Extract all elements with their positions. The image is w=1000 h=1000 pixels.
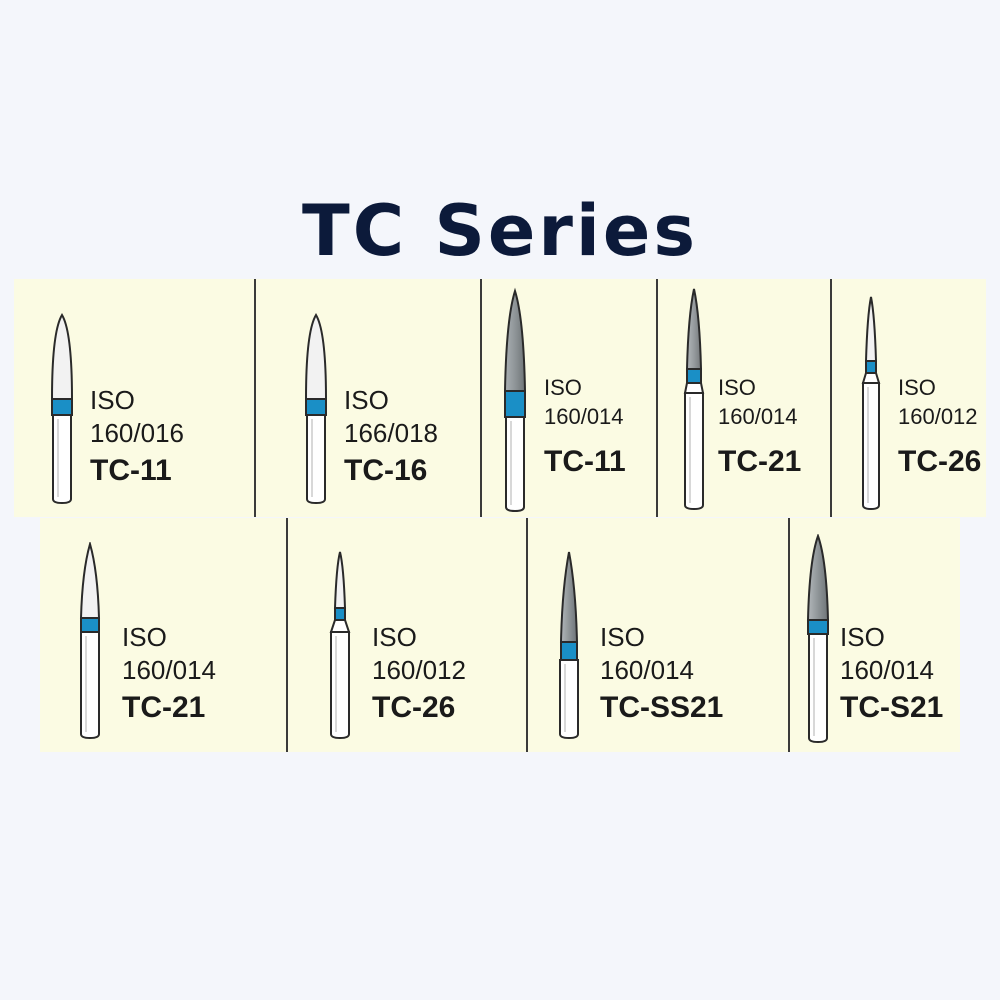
bur-card: ISO 160/014 TC-21 bbox=[40, 518, 286, 752]
bur-card: ISO 160/014 TC-21 bbox=[656, 279, 830, 517]
iso-label: ISO bbox=[840, 622, 885, 652]
bur-icon bbox=[304, 307, 328, 510]
bur-card: ISO 160/016 TC-11 bbox=[14, 279, 254, 517]
product-code: TC-21 bbox=[122, 691, 206, 724]
iso-label: ISO bbox=[122, 622, 167, 652]
iso-size: 160/014 bbox=[122, 655, 216, 685]
iso-label: ISO bbox=[90, 385, 135, 415]
iso-size: 160/012 bbox=[898, 404, 978, 429]
bur-icon bbox=[328, 550, 352, 747]
bur-card: ISO 160/012 TC-26 bbox=[286, 518, 526, 752]
iso-size: 160/014 bbox=[600, 655, 694, 685]
bur-row-top: ISO 160/016 TC-11 ISO 166/018 TC-16 bbox=[14, 279, 986, 517]
bur-card: ISO 160/012 TC-26 bbox=[830, 279, 986, 517]
bur-card: ISO 166/018 TC-16 bbox=[254, 279, 480, 517]
bur-icon bbox=[860, 295, 882, 517]
bur-row-bottom: ISO 160/014 TC-21 ISO 160/012 TC-26 bbox=[40, 518, 960, 752]
bur-icon bbox=[50, 307, 74, 510]
product-code: TC-11 bbox=[544, 445, 626, 478]
iso-label: ISO bbox=[344, 385, 389, 415]
iso-label: ISO bbox=[544, 375, 582, 400]
bur-card: ISO 160/014 TC-S21 bbox=[788, 518, 960, 752]
bur-icon bbox=[556, 550, 582, 747]
iso-size: 160/014 bbox=[840, 655, 934, 685]
iso-label: ISO bbox=[600, 622, 645, 652]
iso-label: ISO bbox=[372, 622, 417, 652]
bur-icon bbox=[78, 540, 102, 747]
iso-label: ISO bbox=[718, 375, 756, 400]
bur-icon bbox=[804, 533, 832, 751]
product-code: TC-26 bbox=[372, 691, 456, 724]
iso-label: ISO bbox=[898, 375, 936, 400]
page-title: TC Series bbox=[301, 190, 699, 272]
product-code: TC-11 bbox=[90, 454, 172, 487]
bur-icon bbox=[682, 287, 706, 517]
product-code: TC-26 bbox=[898, 445, 982, 478]
iso-size: 166/018 bbox=[344, 418, 438, 448]
bur-card: ISO 160/014 TC-11 bbox=[480, 279, 656, 517]
iso-size: 160/016 bbox=[90, 418, 184, 448]
product-code: TC-16 bbox=[344, 454, 428, 487]
iso-size: 160/012 bbox=[372, 655, 466, 685]
product-code: TC-21 bbox=[718, 445, 802, 478]
bur-card: ISO 160/014 TC-SS21 bbox=[526, 518, 788, 752]
product-code: TC-SS21 bbox=[600, 691, 724, 724]
product-code: TC-S21 bbox=[840, 691, 944, 724]
bur-icon bbox=[502, 287, 528, 517]
iso-size: 160/014 bbox=[544, 404, 624, 429]
iso-size: 160/014 bbox=[718, 404, 798, 429]
